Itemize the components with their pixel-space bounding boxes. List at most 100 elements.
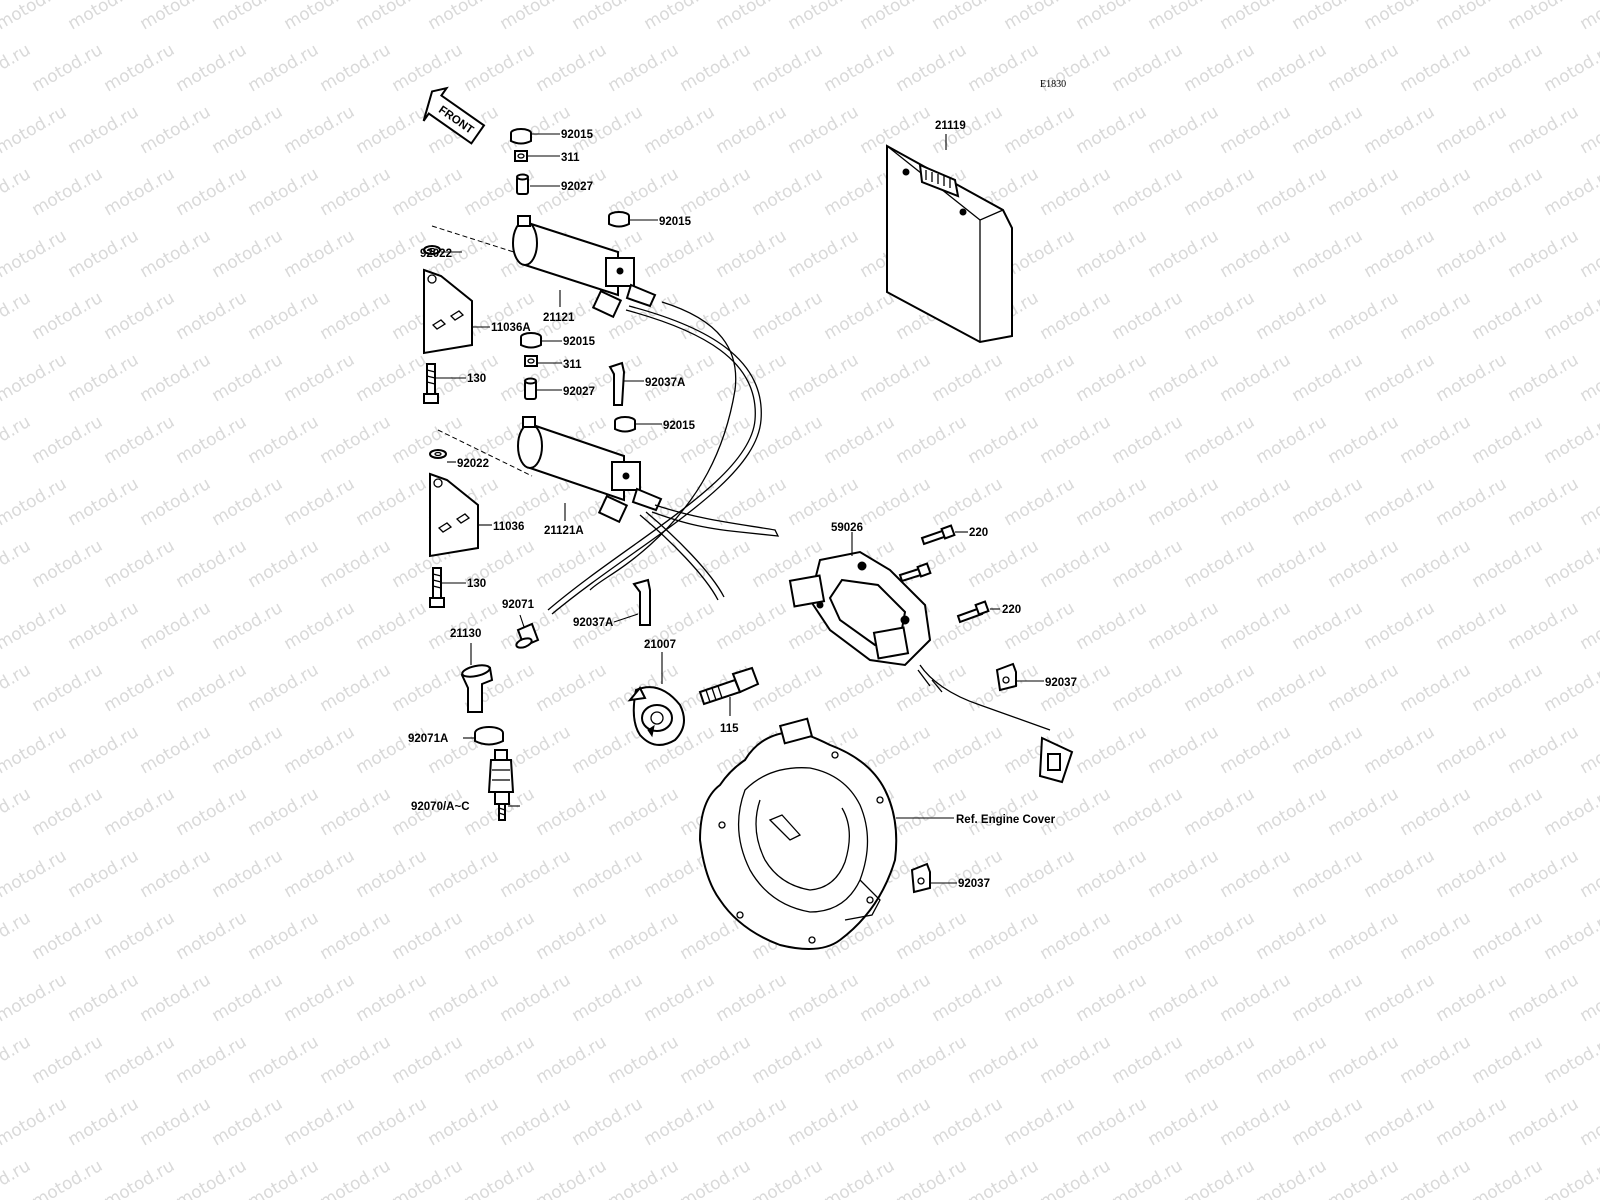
watermark-text: motod.ru: [821, 40, 899, 96]
watermark-text: motod.ru: [1145, 226, 1223, 282]
watermark-text: motod.ru: [1181, 784, 1259, 840]
watermark-text: motod.ru: [1145, 0, 1223, 34]
watermark-text: motod.ru: [713, 226, 791, 282]
watermark-text: motod.ru: [1073, 0, 1151, 34]
watermark-text: motod.ru: [677, 164, 755, 220]
watermark-text: motod.ru: [1397, 1032, 1475, 1088]
watermark-text: motod.ru: [101, 164, 179, 220]
watermark-text: motod.ru: [317, 908, 395, 964]
watermark-text: motod.ru: [1361, 350, 1439, 406]
bolt-130-b: [429, 567, 445, 608]
watermark-text: motod.ru: [1289, 102, 1367, 158]
watermark-text: motod.ru: [929, 970, 1007, 1026]
cap-nut-92015-c: [520, 332, 542, 349]
watermark-text: motod.ru: [749, 1032, 827, 1088]
watermark-text: motod.ru: [1397, 660, 1475, 716]
watermark-text: motod.ru: [209, 722, 287, 778]
clamp-92037-b: [910, 862, 931, 894]
watermark-text: motod.ru: [857, 1094, 935, 1150]
watermark-text: motod.ru: [1181, 660, 1259, 716]
watermark-text: motod.ru: [1577, 102, 1600, 158]
watermark-text: motod.ru: [1325, 1032, 1403, 1088]
washer-92022-a: [423, 245, 441, 255]
watermark-text: motod.ru: [1073, 102, 1151, 158]
watermark-text: motod.ru: [1001, 0, 1079, 34]
watermark-text: motod.ru: [641, 0, 719, 34]
pickup-coil-59026: [788, 550, 1074, 784]
label-21007: 21007: [644, 639, 676, 651]
watermark-text: motod.ru: [1433, 1094, 1511, 1150]
watermark-text: motod.ru: [749, 40, 827, 96]
watermark-text: motod.ru: [1541, 1156, 1600, 1200]
watermark-text: motod.ru: [749, 412, 827, 468]
watermark-text: motod.ru: [1577, 226, 1600, 282]
watermark-text: motod.ru: [0, 660, 34, 716]
watermark-text: motod.ru: [173, 536, 251, 592]
watermark-text: motod.ru: [893, 1032, 971, 1088]
watermark-text: motod.ru: [281, 102, 359, 158]
watermark-text: motod.ru: [965, 40, 1043, 96]
watermark-text: motod.ru: [893, 412, 971, 468]
watermark-text: motod.ru: [965, 784, 1043, 840]
bolt-115: [698, 666, 760, 706]
watermark-text: motod.ru: [1145, 474, 1223, 530]
watermark-text: motod.ru: [0, 598, 70, 654]
watermark-text: motod.ru: [1181, 908, 1259, 964]
watermark-text: motod.ru: [1073, 970, 1151, 1026]
watermark-text: motod.ru: [281, 970, 359, 1026]
watermark-text: motod.ru: [1001, 350, 1079, 406]
watermark-text: motod.ru: [1505, 1094, 1583, 1150]
pickup-rotor-21007: [627, 686, 685, 746]
watermark-text: motod.ru: [1073, 474, 1151, 530]
watermark-text: motod.ru: [317, 40, 395, 96]
watermark-text: motod.ru: [1109, 660, 1187, 716]
watermark-text: motod.ru: [317, 1032, 395, 1088]
watermark-text: motod.ru: [1037, 536, 1115, 592]
watermark-text: motod.ru: [65, 474, 143, 530]
watermark-text: motod.ru: [1253, 660, 1331, 716]
part-labels: 92015 311 92027 92015 92022 21121 11036A…: [408, 120, 1077, 890]
watermark-text: motod.ru: [1001, 474, 1079, 530]
diagram-code: E1830: [1040, 79, 1066, 90]
watermark-text: motod.ru: [1289, 598, 1367, 654]
watermark-text: motod.ru: [893, 908, 971, 964]
watermark-text: motod.ru: [1361, 102, 1439, 158]
watermark-text: motod.ru: [173, 412, 251, 468]
watermark-text: motod.ru: [317, 412, 395, 468]
watermark-text: motod.ru: [65, 350, 143, 406]
watermark-text: motod.ru: [1073, 1094, 1151, 1150]
watermark-text: motod.ru: [821, 288, 899, 344]
watermark-text: motod.ru: [569, 970, 647, 1026]
watermark-text: motod.ru: [101, 288, 179, 344]
watermark-text: motod.ru: [1469, 412, 1547, 468]
watermark-text: motod.ru: [1577, 598, 1600, 654]
watermark-text: motod.ru: [137, 102, 215, 158]
watermark-text: motod.ru: [281, 474, 359, 530]
watermark-text: motod.ru: [1505, 598, 1583, 654]
watermark-text: motod.ru: [533, 1032, 611, 1088]
watermark-text: motod.ru: [245, 412, 323, 468]
watermark-text: motod.ru: [1433, 350, 1511, 406]
watermark-text: motod.ru: [65, 598, 143, 654]
watermark-text: motod.ru: [1541, 40, 1600, 96]
watermark-text: motod.ru: [353, 846, 431, 902]
watermark-text: motod.ru: [1505, 350, 1583, 406]
watermark-text: motod.ru: [1361, 474, 1439, 530]
watermark-text: motod.ru: [641, 226, 719, 282]
watermark-text: motod.ru: [0, 1156, 34, 1200]
watermark-text: motod.ru: [1253, 784, 1331, 840]
watermark-text: motod.ru: [65, 1094, 143, 1150]
label-115: 115: [720, 723, 739, 735]
watermark-text: motod.ru: [101, 412, 179, 468]
watermark-text: motod.ru: [893, 1156, 971, 1200]
watermark-text: motod.ru: [1541, 908, 1600, 964]
watermark-text: motod.ru: [245, 288, 323, 344]
watermark-text: motod.ru: [1217, 598, 1295, 654]
watermark-text: motod.ru: [29, 288, 107, 344]
watermark-text: motod.ru: [929, 0, 1007, 34]
watermark-text: motod.ru: [1541, 660, 1600, 716]
watermark-text: motod.ru: [1433, 102, 1511, 158]
watermark-text: motod.ru: [1001, 102, 1079, 158]
watermark-text: motod.ru: [1541, 536, 1600, 592]
label-92037A-a: 92037A: [645, 377, 685, 389]
